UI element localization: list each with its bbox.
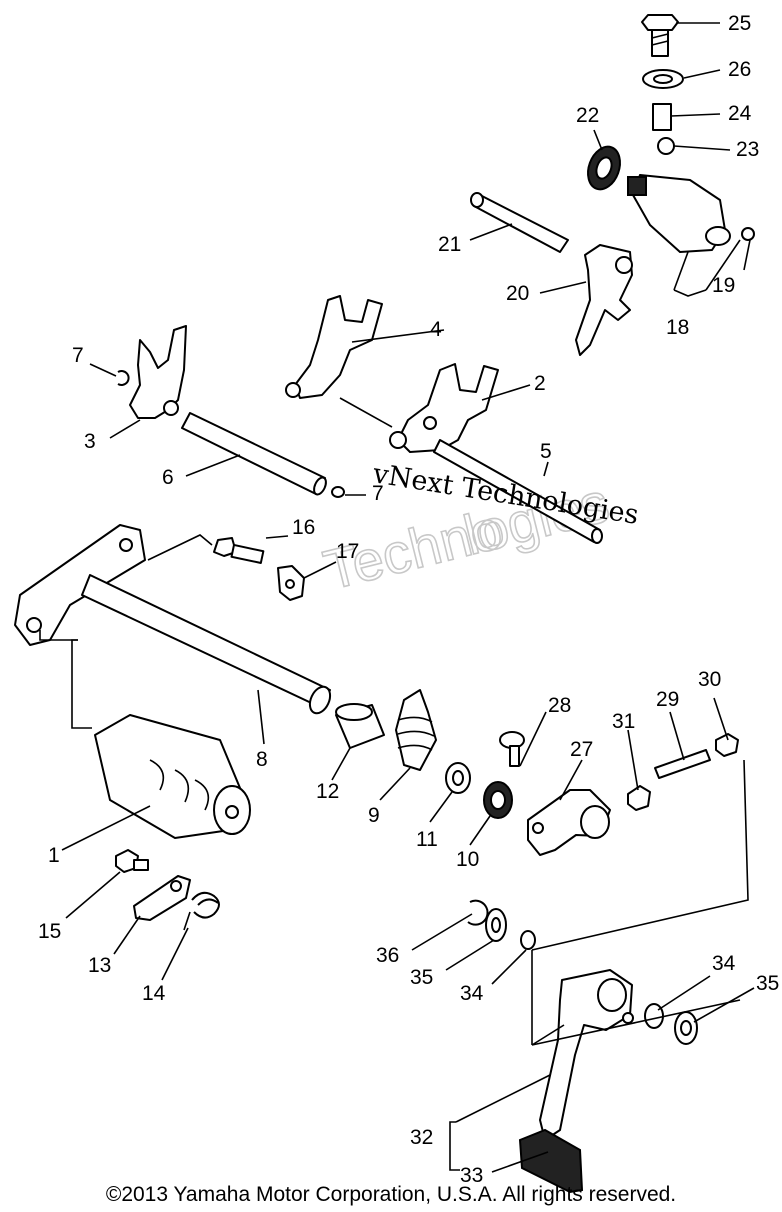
fork-4 bbox=[285, 295, 383, 399]
oring-34a bbox=[520, 930, 536, 950]
label-21: 21 bbox=[438, 233, 461, 256]
label-33: 33 bbox=[460, 1164, 483, 1187]
label-24: 24 bbox=[728, 102, 752, 125]
label-3: 3 bbox=[84, 430, 96, 453]
clip-7a bbox=[117, 370, 130, 386]
copyright-notice: ©2013 Yamaha Motor Corporation, U.S.A. A… bbox=[105, 1183, 677, 1206]
label-11: 11 bbox=[416, 828, 438, 851]
spring-9 bbox=[395, 689, 437, 771]
seal-22 bbox=[587, 145, 621, 191]
label-12: 12 bbox=[316, 780, 339, 803]
label-32: 32 bbox=[410, 1126, 433, 1149]
shift-shaft-8 bbox=[14, 524, 332, 715]
label-14: 14 bbox=[142, 982, 166, 1005]
label-18: 18 bbox=[666, 316, 689, 339]
label-23: 23 bbox=[736, 138, 759, 161]
label-19: 19 bbox=[712, 274, 735, 297]
label-9: 9 bbox=[368, 804, 380, 827]
label-25: 25 bbox=[728, 12, 751, 35]
bolt-15 bbox=[115, 849, 149, 873]
clip-36 bbox=[467, 899, 489, 926]
shaft-5 bbox=[433, 439, 603, 544]
label-2: 2 bbox=[534, 372, 546, 395]
label-8: 8 bbox=[256, 748, 268, 771]
label-27: 27 bbox=[570, 738, 593, 761]
spring-24 bbox=[652, 103, 672, 131]
label-30: 30 bbox=[698, 668, 721, 691]
stopper-13 bbox=[133, 875, 191, 921]
label-4: 4 bbox=[430, 318, 442, 341]
fork-20 bbox=[575, 244, 633, 356]
shift-drum-1 bbox=[94, 714, 251, 839]
label-10: 10 bbox=[456, 848, 479, 871]
label-31: 31 bbox=[612, 710, 635, 733]
label-7a: 7 bbox=[72, 344, 84, 367]
nut-31 bbox=[627, 785, 651, 811]
label-29: 29 bbox=[656, 688, 679, 711]
bolt-16 bbox=[213, 537, 265, 564]
washer-11 bbox=[445, 762, 471, 794]
shaft-6a bbox=[181, 412, 327, 496]
label-15: 15 bbox=[38, 920, 61, 943]
label-28: 28 bbox=[548, 694, 571, 717]
label-5: 5 bbox=[540, 440, 552, 463]
clip-7b bbox=[331, 486, 345, 498]
ball-23 bbox=[657, 137, 675, 155]
shaft-21 bbox=[470, 192, 569, 253]
label-34a: 34 bbox=[460, 982, 484, 1005]
label-16: 16 bbox=[292, 516, 315, 539]
washer-26 bbox=[642, 69, 684, 89]
shift-pedal-32 bbox=[539, 969, 634, 1141]
label-34b: 34 bbox=[712, 952, 736, 975]
leader-lines bbox=[61, 22, 755, 1173]
label-6a: 6 bbox=[162, 466, 174, 489]
washer-35a bbox=[485, 908, 507, 942]
label-35a: 35 bbox=[410, 966, 433, 989]
bolt-25 bbox=[641, 14, 679, 57]
collar-12 bbox=[335, 703, 385, 749]
label-26: 26 bbox=[728, 58, 751, 81]
label-22: 22 bbox=[576, 104, 599, 127]
fork-3 bbox=[129, 325, 187, 419]
label-13: 13 bbox=[88, 954, 111, 977]
bolt-28 bbox=[499, 731, 525, 767]
label-35b: 35 bbox=[756, 972, 779, 995]
label-36: 36 bbox=[376, 944, 399, 967]
assembly-lines bbox=[39, 239, 749, 1171]
seal-10 bbox=[483, 781, 513, 819]
fork-2 bbox=[389, 363, 499, 453]
lever-27 bbox=[527, 789, 611, 856]
spring-14 bbox=[183, 891, 220, 931]
rubber-33 bbox=[518, 1128, 584, 1194]
label-20: 20 bbox=[506, 282, 529, 305]
label-17: 17 bbox=[336, 540, 359, 563]
cam-segment-18 bbox=[627, 174, 755, 253]
stopper-17 bbox=[277, 565, 305, 601]
label-1: 1 bbox=[48, 844, 60, 867]
label-7b: 7 bbox=[372, 482, 384, 505]
rod-29 bbox=[654, 749, 711, 779]
nut-30 bbox=[715, 733, 739, 757]
part-labels: 25 26 24 23 22 21 20 19 18 4 2 5 7 3 6 7… bbox=[38, 12, 779, 1187]
washer-35b bbox=[674, 1011, 698, 1045]
